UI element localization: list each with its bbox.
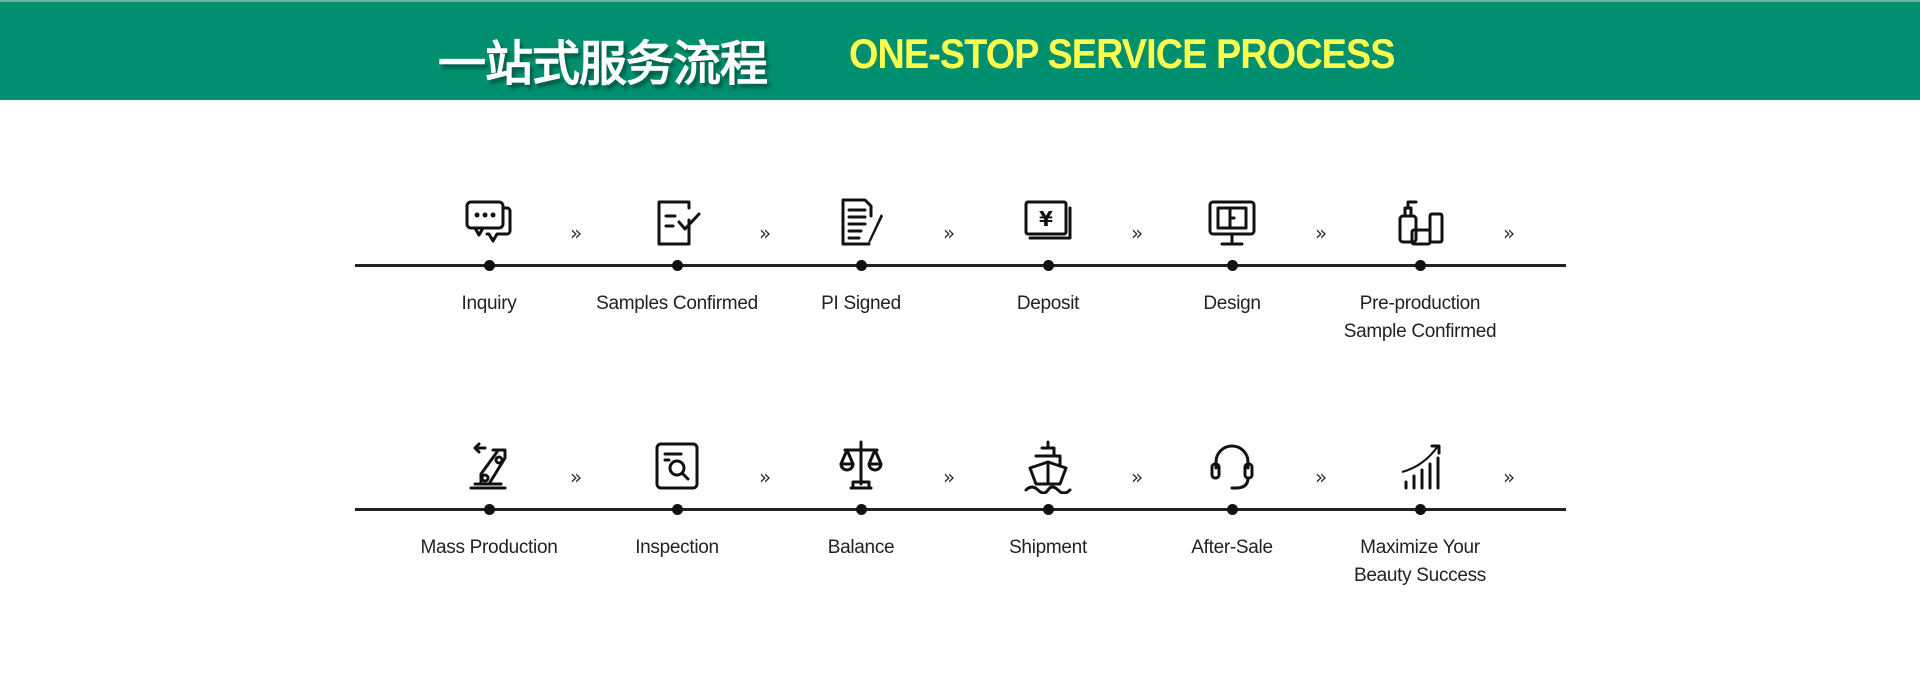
chevron-right-icon: » xyxy=(943,221,956,245)
step-label: Balance xyxy=(751,534,971,562)
process-row-1: Inquiry » Samples Confirmed » PI Signed » ¥ Dep… xyxy=(0,198,1920,424)
process-row-2: Mass Production » Inspection » Balance » Shipm… xyxy=(0,440,1920,668)
scales-icon xyxy=(833,438,889,494)
step-label-line: Maximize Your xyxy=(1360,537,1480,558)
monitor-design-icon xyxy=(1204,194,1260,250)
chevron-right-icon: » xyxy=(1503,465,1516,489)
step-label-line: Samples Confirmed xyxy=(596,293,758,314)
robot-arm-icon xyxy=(461,438,517,494)
timeline-dot xyxy=(671,504,683,515)
title-chinese: 一站式服务流程 xyxy=(438,36,768,92)
step-label-line: Beauty Success xyxy=(1353,565,1487,586)
chevron-right-icon: » xyxy=(1503,221,1516,245)
yen-bill-icon: ¥ xyxy=(1020,194,1076,250)
step-label-line: Mass Production xyxy=(420,537,558,558)
header-banner: 一站式服务流程 ONE-STOP SERVICE PROCESS xyxy=(0,0,1920,100)
step-label-line: Balance xyxy=(827,537,895,558)
timeline-line xyxy=(355,508,1566,511)
step-label-line: Shipment xyxy=(1009,537,1087,558)
step-label-line: Design xyxy=(1203,293,1261,314)
document-search-icon xyxy=(649,438,705,494)
step-label: Shipment xyxy=(938,534,1158,562)
svg-text:¥: ¥ xyxy=(1039,207,1053,231)
ship-icon xyxy=(1020,438,1076,495)
chat-bubbles-icon xyxy=(461,194,517,250)
timeline-dot xyxy=(483,260,495,271)
timeline-dot xyxy=(1226,504,1238,515)
step-label-line: Inspection xyxy=(635,537,719,558)
step-label-line: Sample Confirmed xyxy=(1343,321,1497,342)
step-label: Mass Production xyxy=(379,534,599,562)
timeline-dot xyxy=(483,504,495,515)
step-label-line: Pre-production xyxy=(1359,293,1481,314)
timeline-dot xyxy=(1226,260,1238,271)
timeline-line xyxy=(355,264,1566,267)
chevron-right-icon: » xyxy=(1131,221,1144,245)
chevron-right-icon: » xyxy=(759,465,772,489)
timeline-dot xyxy=(671,260,683,271)
step-label-line: Inquiry xyxy=(461,293,517,314)
checklist-icon xyxy=(649,194,705,250)
step-label: Design xyxy=(1122,290,1342,318)
timeline-dot xyxy=(855,504,867,515)
growth-chart-icon xyxy=(1392,438,1448,494)
timeline-dot xyxy=(1414,260,1426,271)
chevron-right-icon: » xyxy=(570,465,583,489)
document-pen-icon xyxy=(833,194,889,250)
step-label-line: Deposit xyxy=(1016,293,1080,314)
chevron-right-icon: » xyxy=(570,221,583,245)
step-label: After-Sale xyxy=(1122,534,1342,562)
timeline-dot xyxy=(1414,504,1426,515)
headset-icon xyxy=(1204,438,1260,494)
step-label: Inspection xyxy=(567,534,787,562)
title-english: ONE-STOP SERVICE PROCESS xyxy=(849,30,1395,77)
timeline-dot xyxy=(855,260,867,271)
cosmetic-bottles-icon xyxy=(1392,194,1448,250)
timeline-dot xyxy=(1042,504,1054,515)
chevron-right-icon: » xyxy=(943,465,956,489)
step-label: Inquiry xyxy=(379,290,599,318)
step-label: Samples Confirmed xyxy=(567,290,787,318)
chevron-right-icon: » xyxy=(1315,465,1328,489)
chevron-right-icon: » xyxy=(759,221,772,245)
step-label-line: PI Signed xyxy=(821,293,901,314)
step-label: PI Signed xyxy=(751,290,971,318)
chevron-right-icon: » xyxy=(1315,221,1328,245)
timeline-dot xyxy=(1042,260,1054,271)
chevron-right-icon: » xyxy=(1131,465,1144,489)
step-label: Deposit xyxy=(938,290,1158,318)
step-label-line: After-Sale xyxy=(1191,537,1273,558)
